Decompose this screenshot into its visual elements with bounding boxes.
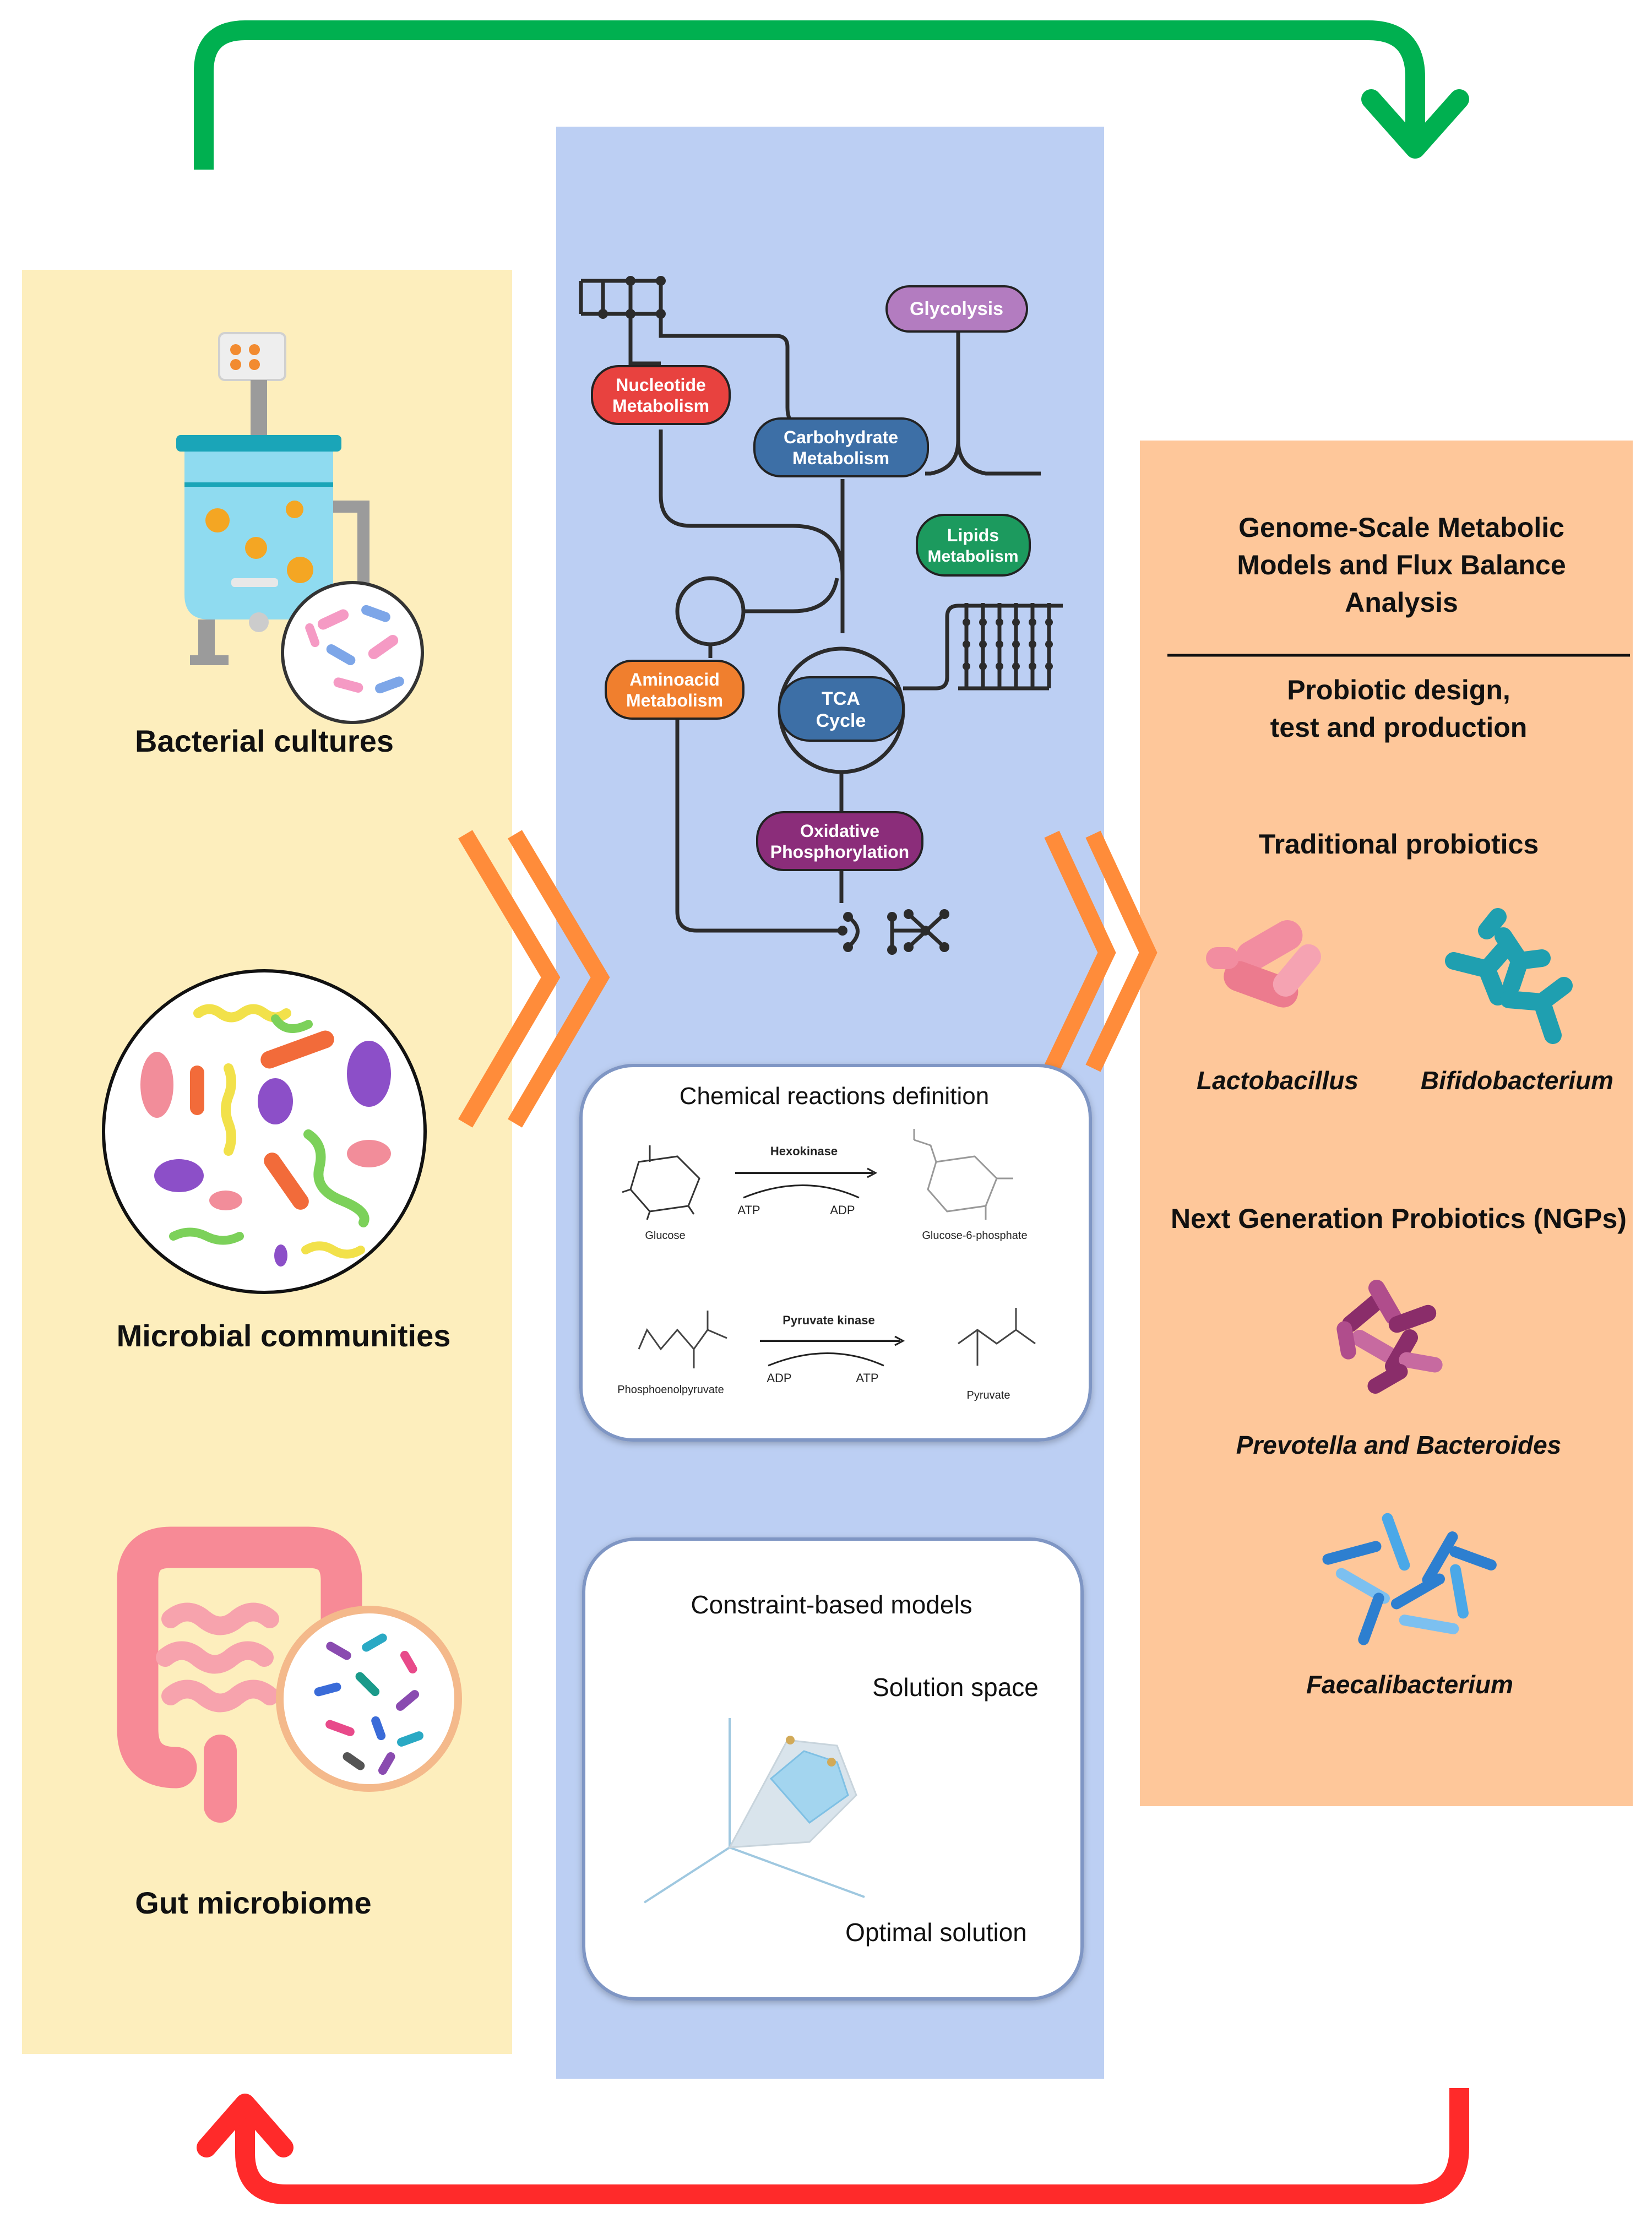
solution-space-plot xyxy=(643,1718,865,1904)
node-carbohydrate-metabolism: Carbohydrate Metabolism xyxy=(753,417,929,477)
bifidobacterium-label: Bifidobacterium xyxy=(1421,1066,1613,1095)
node-oxidative-phosphorylation: Oxidative Phosphorylation xyxy=(756,811,923,871)
right-chevron-arrow xyxy=(1044,830,1158,1072)
glucose-structure xyxy=(622,1145,700,1220)
probiotic-design-line2: test and production xyxy=(1270,712,1528,743)
constraint-based-models-box: Constraint-based models Solution space O… xyxy=(582,1537,1084,2001)
microbial-community-icon xyxy=(102,969,427,1294)
faecalibacterium-icon xyxy=(1322,1513,1497,1645)
traditional-probiotics-title: Traditional probiotics xyxy=(1259,829,1539,860)
svg-text:Glycolysis: Glycolysis xyxy=(910,298,1003,319)
svg-text:Aminoacid: Aminoacid xyxy=(629,670,720,689)
glucose-6-phosphate-structure xyxy=(913,1129,1013,1220)
svg-text:Lipids: Lipids xyxy=(947,525,999,545)
svg-text:Carbohydrate: Carbohydrate xyxy=(784,427,898,447)
svg-text:Metabolism: Metabolism xyxy=(612,396,709,416)
prevotella-bacteroides-icon xyxy=(1336,1280,1443,1394)
gsm-header-line1: Genome-Scale Metabolic xyxy=(1238,512,1564,543)
gsm-header-line3: Analysis xyxy=(1345,587,1458,618)
svg-text:Metabolism: Metabolism xyxy=(927,547,1018,566)
node-nucleotide-metabolism: Nucleotide Metabolism xyxy=(591,365,731,425)
phosphoenolpyruvate-label: Phosphoenolpyruvate xyxy=(617,1384,724,1396)
prevotella-bacteroides-label: Prevotella and Bacteroides xyxy=(1236,1431,1562,1459)
phosphoenolpyruvate-structure xyxy=(638,1311,727,1368)
bacterial-cultures-label: Bacterial cultures xyxy=(135,724,394,758)
svg-text:TCA: TCA xyxy=(822,688,860,709)
pyruvate-label: Pyruvate xyxy=(967,1389,1010,1401)
right-panel-content: Genome-Scale Metabolic Models and Flux B… xyxy=(1167,512,1630,1699)
intestine-icon xyxy=(117,1526,462,1823)
glucose-6-phosphate-label: Glucose-6-phosphate xyxy=(922,1230,1027,1242)
gut-microbiome-label: Gut microbiome xyxy=(135,1885,371,1920)
glucose-label: Glucose xyxy=(645,1230,685,1242)
bioreactor-icon xyxy=(176,332,424,724)
svg-text:Metabolism: Metabolism xyxy=(626,691,723,710)
svg-text:Cycle: Cycle xyxy=(816,710,866,731)
applications-panel xyxy=(1140,441,1633,1806)
node-lipids-metabolism: Lipids Metabolism xyxy=(916,514,1031,577)
probiotic-design-line1: Probiotic design, xyxy=(1287,675,1510,705)
left-chevron-arrow xyxy=(458,830,610,1128)
lactobacillus-label: Lactobacillus xyxy=(1197,1066,1358,1095)
svg-text:Metabolism: Metabolism xyxy=(792,448,889,468)
metabolic-pathway-map: Nucleotide Metabolism Carbohydrate Metab… xyxy=(579,276,1063,955)
node-glycolysis: Glycolysis xyxy=(885,285,1028,333)
pyruvate-kinase-cofactor-out: ATP xyxy=(856,1371,878,1385)
hexokinase-cofactor-in: ATP xyxy=(737,1203,760,1217)
svg-text:Oxidative: Oxidative xyxy=(800,821,879,841)
chemical-reactions-box: Chemical reactions definition Glucose He… xyxy=(579,1064,1092,1442)
pyruvate-kinase-label: Pyruvate kinase xyxy=(782,1313,875,1327)
models-title: Constraint-based models xyxy=(691,1590,972,1619)
svg-text:Phosphorylation: Phosphorylation xyxy=(770,842,909,862)
ngp-title: Next Generation Probiotics (NGPs) xyxy=(1171,1203,1627,1234)
faecalibacterium-label: Faecalibacterium xyxy=(1306,1670,1513,1699)
optimal-solution-label: Optimal solution xyxy=(845,1918,1027,1947)
hexokinase-label: Hexokinase xyxy=(770,1144,838,1158)
pyruvate-kinase-cofactor-in: ADP xyxy=(767,1371,791,1385)
reactions-title: Chemical reactions definition xyxy=(680,1083,990,1110)
top-feedback-arrow xyxy=(194,20,1469,170)
node-tca-cycle: TCA Cycle xyxy=(778,676,904,742)
lactobacillus-icon xyxy=(1206,920,1321,1008)
gsm-header-line2: Models and Flux Balance xyxy=(1237,550,1566,580)
svg-text:Nucleotide: Nucleotide xyxy=(616,375,706,395)
bottom-feedback-arrow xyxy=(197,2088,1469,2204)
hexokinase-cofactor-out: ADP xyxy=(830,1203,855,1217)
bifidobacterium-icon xyxy=(1445,908,1573,1044)
solution-space-label: Solution space xyxy=(872,1673,1039,1702)
node-aminoacid-metabolism: Aminoacid Metabolism xyxy=(605,660,745,720)
pyruvate-structure xyxy=(958,1308,1036,1366)
microbial-communities-label: Microbial communities xyxy=(117,1318,451,1353)
